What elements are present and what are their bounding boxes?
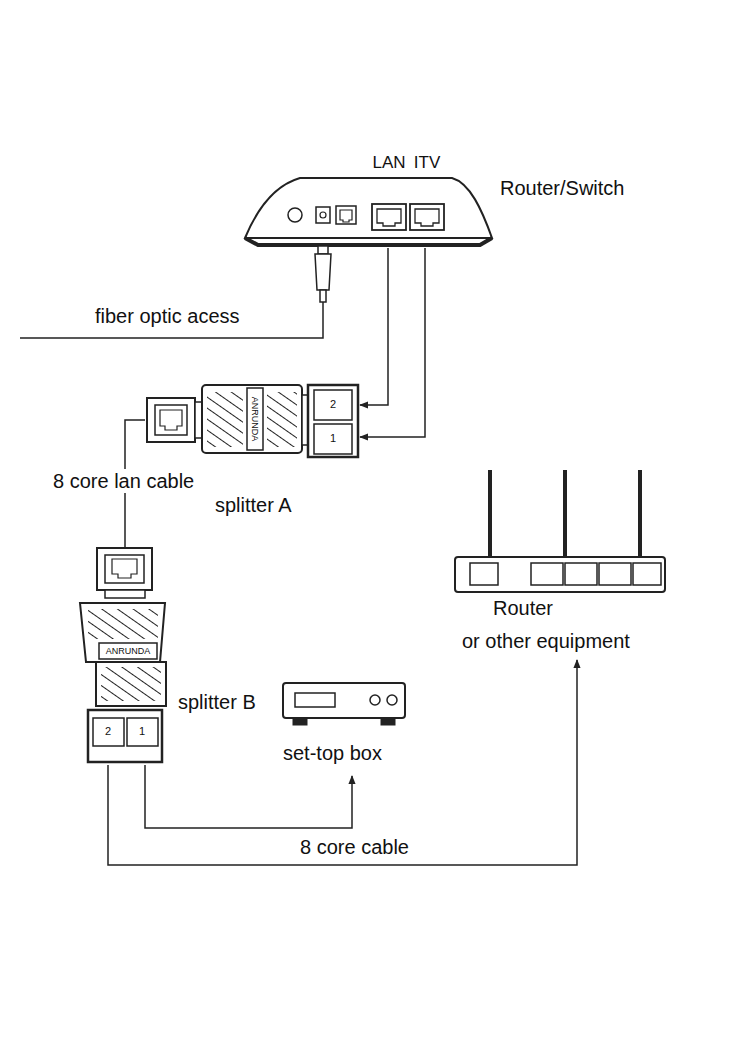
lan-port bbox=[372, 204, 406, 230]
splitter-body bbox=[202, 385, 302, 453]
fiber-cable bbox=[20, 246, 331, 338]
set-top-box-drawing bbox=[283, 683, 405, 725]
fiber-line bbox=[20, 302, 323, 338]
part-label: splitter A bbox=[215, 493, 292, 517]
port-1 bbox=[127, 718, 158, 746]
fiber-plug-body bbox=[315, 254, 331, 290]
lan-port bbox=[565, 563, 597, 585]
splitter-a: ANRUNDA splitter A bbox=[145, 380, 360, 519]
router-drawing bbox=[455, 470, 665, 592]
part-label: splitter B bbox=[178, 690, 256, 714]
device-label: or other equipment bbox=[462, 629, 630, 653]
device-title: Router/Switch bbox=[500, 176, 625, 200]
port-number: 1 bbox=[330, 432, 336, 445]
router: Router or other equipment bbox=[455, 465, 670, 660]
jack-neck bbox=[195, 402, 202, 438]
fiber-plug-boot bbox=[320, 290, 326, 302]
grip-hatch bbox=[207, 392, 243, 447]
brand-text: ANRUNDA bbox=[250, 397, 261, 442]
port-number: 2 bbox=[330, 398, 336, 411]
port-number: 1 bbox=[139, 725, 145, 738]
router-switch-device bbox=[245, 178, 492, 245]
brand-plate bbox=[99, 643, 157, 659]
fiber-port bbox=[316, 207, 330, 223]
cable-label: fiber optic acess bbox=[95, 304, 240, 328]
device-label: set-top box bbox=[283, 741, 382, 765]
lan-port bbox=[599, 563, 631, 585]
brand-text: ANRUNDA bbox=[106, 646, 151, 657]
port-block bbox=[88, 710, 162, 762]
phone-port bbox=[336, 206, 356, 224]
phone-port-jack bbox=[340, 210, 352, 222]
lan-port-jack bbox=[377, 209, 401, 226]
fiber-plug-tip bbox=[318, 246, 328, 254]
female-jack bbox=[147, 398, 195, 442]
splitter-b-drawing bbox=[80, 548, 166, 762]
box-body bbox=[283, 683, 405, 718]
port-label: ITV bbox=[414, 153, 440, 173]
fiber-port-core bbox=[320, 212, 326, 218]
foot bbox=[293, 718, 307, 725]
device-label: Router bbox=[493, 596, 553, 620]
set-top-box: set-top box bbox=[278, 678, 412, 776]
lan-port bbox=[633, 563, 661, 585]
knob bbox=[370, 695, 380, 705]
grip-hatch bbox=[88, 609, 158, 639]
port-1 bbox=[314, 424, 352, 454]
antenna bbox=[638, 470, 642, 558]
antenna bbox=[488, 470, 492, 558]
cable-label: 8 core cable bbox=[297, 835, 412, 859]
grip-hatch bbox=[101, 667, 161, 701]
foot bbox=[381, 718, 395, 725]
cable-connector bbox=[360, 248, 425, 437]
device-base bbox=[245, 238, 492, 245]
wan-port bbox=[470, 563, 498, 585]
knob bbox=[387, 695, 397, 705]
splitter-lower-body bbox=[96, 662, 166, 706]
antenna bbox=[563, 470, 567, 558]
lan-port bbox=[531, 563, 563, 585]
port-2 bbox=[314, 390, 352, 420]
port-number: 2 bbox=[105, 725, 111, 738]
splitter-a-drawing bbox=[147, 385, 358, 457]
power-button bbox=[288, 208, 302, 222]
brand-plate bbox=[247, 388, 263, 450]
female-jack-inner bbox=[155, 405, 187, 435]
female-jack-contacts bbox=[112, 559, 137, 578]
device-housing bbox=[245, 178, 492, 238]
female-jack bbox=[97, 548, 152, 590]
grip-hatch bbox=[267, 392, 297, 447]
cable-connector bbox=[360, 248, 388, 405]
router-body bbox=[455, 557, 665, 592]
port-2 bbox=[93, 718, 124, 746]
port-block bbox=[308, 385, 358, 457]
itv-port-jack bbox=[415, 209, 439, 226]
cable-connector bbox=[108, 660, 577, 865]
cable-label: 8 core lan cable bbox=[50, 469, 197, 493]
jack-neck bbox=[105, 590, 145, 598]
female-jack-contacts bbox=[160, 410, 182, 430]
cable-connector bbox=[145, 765, 352, 828]
splitter-upper-body bbox=[80, 603, 165, 662]
display bbox=[295, 693, 335, 707]
router-switch: Router/Switch bbox=[245, 170, 655, 248]
itv-port bbox=[410, 204, 444, 230]
female-jack-inner bbox=[105, 555, 144, 583]
port-label: LAN bbox=[372, 153, 405, 173]
